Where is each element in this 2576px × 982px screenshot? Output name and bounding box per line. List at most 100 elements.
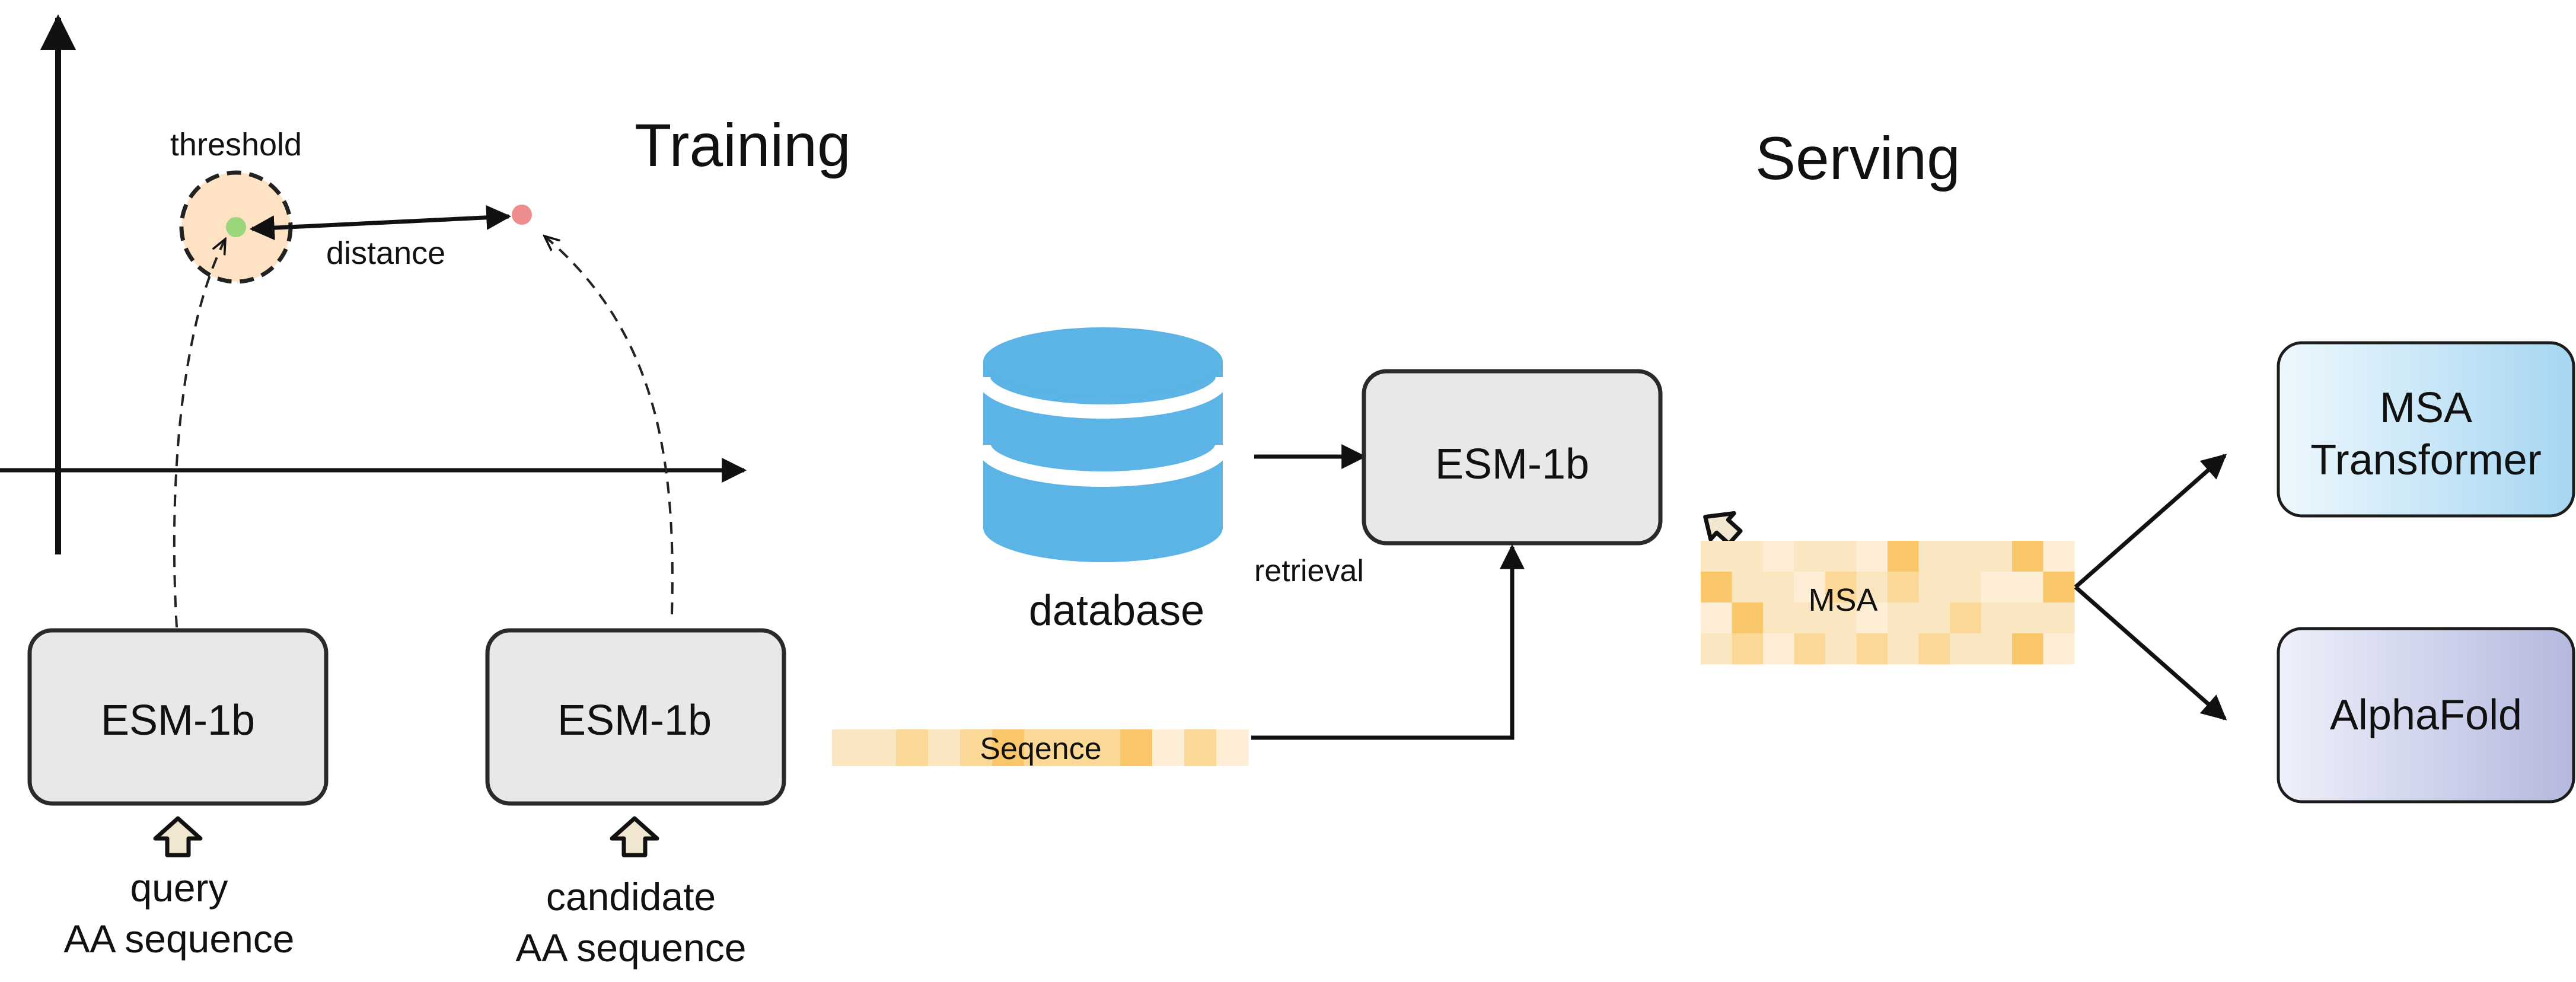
alphafold-model: AlphaFold <box>2277 627 2575 804</box>
sequence-cell <box>1056 729 1089 766</box>
msa-cell <box>1794 541 1826 572</box>
msa-cell <box>1856 541 1888 572</box>
msa-cell <box>2043 572 2075 603</box>
query-encoder: ESM-1b <box>27 628 329 806</box>
query-encoder-box <box>27 628 329 806</box>
sequence-cell <box>832 729 865 766</box>
msa-cell <box>1950 602 1981 634</box>
serving-encoder-label: ESM-1b <box>1435 441 1589 488</box>
msa-cell <box>1763 602 1794 634</box>
msa-cell <box>1950 541 1981 572</box>
msa-cell <box>1950 633 1981 665</box>
msa-cell <box>1763 633 1794 665</box>
msa-cell <box>1981 602 2013 634</box>
sequence-cell <box>1088 729 1121 766</box>
serving-panel: Serving database retrieval ESM-1b Seqenc… <box>832 125 2575 804</box>
msa-cell <box>1701 541 1732 572</box>
alphafold-box <box>2277 627 2575 804</box>
msa-cell <box>1918 633 1950 665</box>
msa-grid: MSA <box>1701 541 2075 665</box>
alphafold-label: AlphaFold <box>2330 691 2522 739</box>
distance-arrow <box>249 205 512 241</box>
query-input-line-2: AA sequence <box>64 917 295 961</box>
training-title: Training <box>635 111 851 179</box>
sequence-cell <box>992 729 1025 766</box>
msa-cell <box>1888 572 1919 603</box>
msa-cell <box>1918 541 1950 572</box>
training-panel: Training threshold distance ESM-1b query… <box>0 14 851 970</box>
candidate-encoder: ESM-1b <box>485 628 786 806</box>
msa-cell <box>1825 633 1857 665</box>
msa-cell <box>1701 602 1732 634</box>
msa-cell <box>1856 633 1888 665</box>
query-embedding-point <box>226 217 246 237</box>
msa-cell <box>2043 633 2075 665</box>
sequence-cell <box>896 729 929 766</box>
sequence-cell <box>1152 729 1185 766</box>
msa-cell <box>1732 602 1764 634</box>
msa-to-alphafold-arrow <box>2074 585 2227 720</box>
msa-cell <box>1888 541 1919 572</box>
msa-cell <box>1763 572 1794 603</box>
sequence-to-encoder-arrow <box>1251 544 1525 740</box>
serving-encoder: ESM-1b <box>1362 369 1663 546</box>
msa-transformer-line-1: MSA <box>2380 384 2472 432</box>
candidate-encoder-box <box>485 628 786 806</box>
msa-cell <box>1701 572 1732 603</box>
msa-transformer-model: MSA Transformer <box>2277 341 2575 518</box>
candidate-input-arrow-icon <box>610 816 659 857</box>
sequence-cell <box>1216 729 1249 766</box>
msa-cell <box>1825 602 1857 634</box>
msa-cell <box>1888 633 1919 665</box>
serving-title: Serving <box>1755 125 1960 192</box>
msa-cell <box>1981 633 2013 665</box>
sequence-cell <box>1024 729 1057 766</box>
msa-cell <box>1856 602 1888 634</box>
msa-cell <box>1825 541 1857 572</box>
msa-cell <box>1918 602 1950 634</box>
msa-label: MSA <box>1808 582 1877 618</box>
msa-cell <box>1918 572 1950 603</box>
candidate-input-line-1: candidate <box>546 875 716 919</box>
msa-cell <box>1732 541 1764 572</box>
candidate-embedding-point <box>512 205 532 225</box>
msa-cell <box>1763 541 1794 572</box>
msa-cell <box>1794 633 1826 665</box>
sequence-cell <box>1120 729 1153 766</box>
msa-cell <box>2012 572 2043 603</box>
msa-grid-cells <box>1701 541 2075 665</box>
msa-cell <box>1732 572 1764 603</box>
sequence-strip: Seqence <box>832 729 1249 766</box>
msa-cell <box>2012 541 2043 572</box>
serving-encoder-box <box>1362 369 1663 546</box>
msa-output-arrow-icon <box>1703 511 1743 546</box>
database-label: database <box>1029 587 1204 635</box>
msa-cell <box>1732 633 1764 665</box>
msa-cell <box>2043 541 2075 572</box>
query-encoder-label: ESM-1b <box>101 697 255 744</box>
msa-cell <box>2012 633 2043 665</box>
sequence-strip-cells <box>832 729 1249 766</box>
distance-label: distance <box>326 235 445 271</box>
msa-cell <box>1981 572 2013 603</box>
query-input-line-1: query <box>130 866 228 910</box>
msa-cell <box>1950 572 1981 603</box>
msa-cell <box>2012 602 2043 634</box>
threshold-label: threshold <box>170 127 302 162</box>
candidate-encoder-label: ESM-1b <box>557 697 712 744</box>
candidate-input-line-2: AA sequence <box>516 926 747 970</box>
query-input-arrow-icon <box>153 816 203 857</box>
msa-cell <box>1794 572 1826 603</box>
msa-cell <box>2043 602 2075 634</box>
msa-cell <box>1856 572 1888 603</box>
msa-transformer-box <box>2277 341 2575 518</box>
msa-cell <box>1888 602 1919 634</box>
sequence-cell <box>960 729 993 766</box>
sequence-label: Seqence <box>980 732 1101 766</box>
candidate-mapping-curve <box>544 236 674 615</box>
msa-transformer-line-2: Transformer <box>2310 436 2541 484</box>
msa-cell <box>1825 572 1857 603</box>
msa-to-transformer-arrow <box>2074 454 2227 589</box>
embedding-axes <box>0 14 747 554</box>
msa-cell <box>1981 541 2013 572</box>
